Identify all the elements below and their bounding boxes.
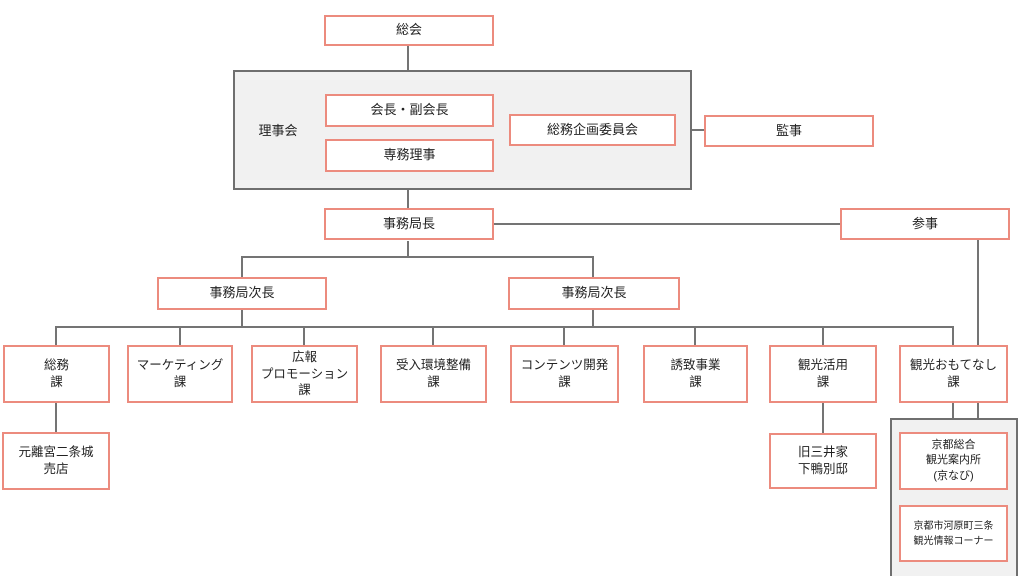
node-label: 課 (689, 375, 702, 389)
connector-counselor-line (977, 240, 979, 418)
node-label: 観光案内所 (926, 454, 981, 467)
connector (407, 241, 409, 257)
node-label: 観光情報コーナー (913, 535, 994, 547)
node-label: 課 (173, 375, 187, 389)
node-label: 総務 (43, 358, 69, 373)
node-label: 監事 (775, 122, 802, 138)
node-label: 専務理事 (383, 147, 436, 163)
node-label: 課 (427, 375, 440, 389)
node-nijo-castle-shop: 元離宮二条城 売店 (2, 432, 110, 490)
connector (241, 256, 243, 277)
node-chairman-vice-chairman: 会長・副会長 (325, 94, 494, 127)
node-label: 誘致事業 (670, 358, 721, 373)
node-kawaramachi-info-corner: 京都市河原町三条 観光情報コーナー (899, 505, 1008, 562)
node-dept-attraction-business: 誘致事業 課 (643, 345, 748, 403)
node-label: 事務局長 (382, 215, 435, 231)
connector (822, 403, 824, 433)
node-label: 課 (947, 375, 960, 389)
node-label: 課 (50, 375, 63, 389)
connector (952, 403, 954, 418)
connector (432, 326, 434, 345)
node-label: 広報 (291, 349, 317, 364)
node-label: 参事 (911, 215, 938, 231)
connector (952, 326, 954, 345)
node-dept-general-affairs: 総務 課 (3, 345, 110, 403)
node-label: 課 (298, 383, 311, 398)
node-counselor: 参事 (840, 208, 1010, 240)
node-dept-tourism-hospitality: 観光おもてなし 課 (899, 345, 1008, 403)
node-general-affairs-planning-committee: 総務企画委員会 (509, 114, 676, 146)
node-kyonavi-tourist-information: 京都総合 観光案内所 (京なび) (899, 432, 1008, 490)
connector (303, 326, 305, 345)
connector (407, 46, 409, 70)
node-general-assembly: 総会 (324, 15, 494, 46)
node-label: 観光おもてなし (909, 358, 997, 373)
node-label: マーケティング (136, 358, 224, 373)
node-label: 課 (816, 375, 830, 389)
connector (494, 223, 840, 225)
node-label: 京都市河原町三条 (913, 520, 994, 532)
node-label: 総会 (395, 22, 422, 38)
node-label: 京都総合 (931, 438, 976, 451)
node-secretary-general: 事務局長 (324, 208, 494, 240)
connector (55, 326, 954, 328)
connector (241, 256, 594, 258)
connector (592, 256, 594, 277)
node-dept-content-development: コンテンツ開発 課 (510, 345, 619, 403)
node-label: 受入環境整備 (395, 358, 471, 373)
node-dept-tourism-utilization: 観光活用 課 (769, 345, 877, 403)
connector (179, 326, 181, 345)
node-label: (京なび) (933, 469, 974, 482)
node-label: 事務局次長 (561, 285, 627, 301)
node-dept-reception-environment: 受入環境整備 課 (380, 345, 487, 403)
node-label: 下鴨別邸 (797, 462, 848, 476)
node-label: 会長・副会長 (370, 102, 449, 118)
node-label: 売店 (43, 462, 69, 476)
connector (55, 403, 57, 432)
node-mitsui-shimogamo-villa: 旧三井家 下鴨別邸 (769, 433, 877, 489)
node-label: 元離宮二条城 (18, 445, 94, 460)
node-deputy-secretary-general-right: 事務局次長 (508, 277, 680, 310)
node-label: 総務企画委員会 (546, 121, 638, 137)
connector (822, 326, 824, 345)
connector (407, 190, 409, 209)
node-label: 事務局次長 (209, 285, 275, 301)
node-dept-pr-promotion: 広報 プロモーション 課 (251, 345, 358, 403)
connector (694, 326, 696, 345)
node-deputy-secretary-general-left: 事務局次長 (157, 277, 327, 310)
node-label: 旧三井家 (797, 445, 848, 460)
node-label: プロモーション (260, 366, 349, 381)
connector (563, 326, 565, 345)
board-container-label: 理事会 (258, 123, 298, 138)
connector (55, 326, 57, 345)
connector (592, 310, 594, 328)
node-label: コンテンツ開発 (520, 358, 609, 373)
node-executive-director: 専務理事 (325, 139, 494, 172)
node-auditor: 監事 (704, 115, 874, 147)
node-dept-marketing: マーケティング 課 (127, 345, 233, 403)
connector (692, 129, 704, 131)
connector (241, 310, 243, 328)
node-label: 課 (558, 375, 571, 389)
node-label: 観光活用 (797, 358, 848, 373)
